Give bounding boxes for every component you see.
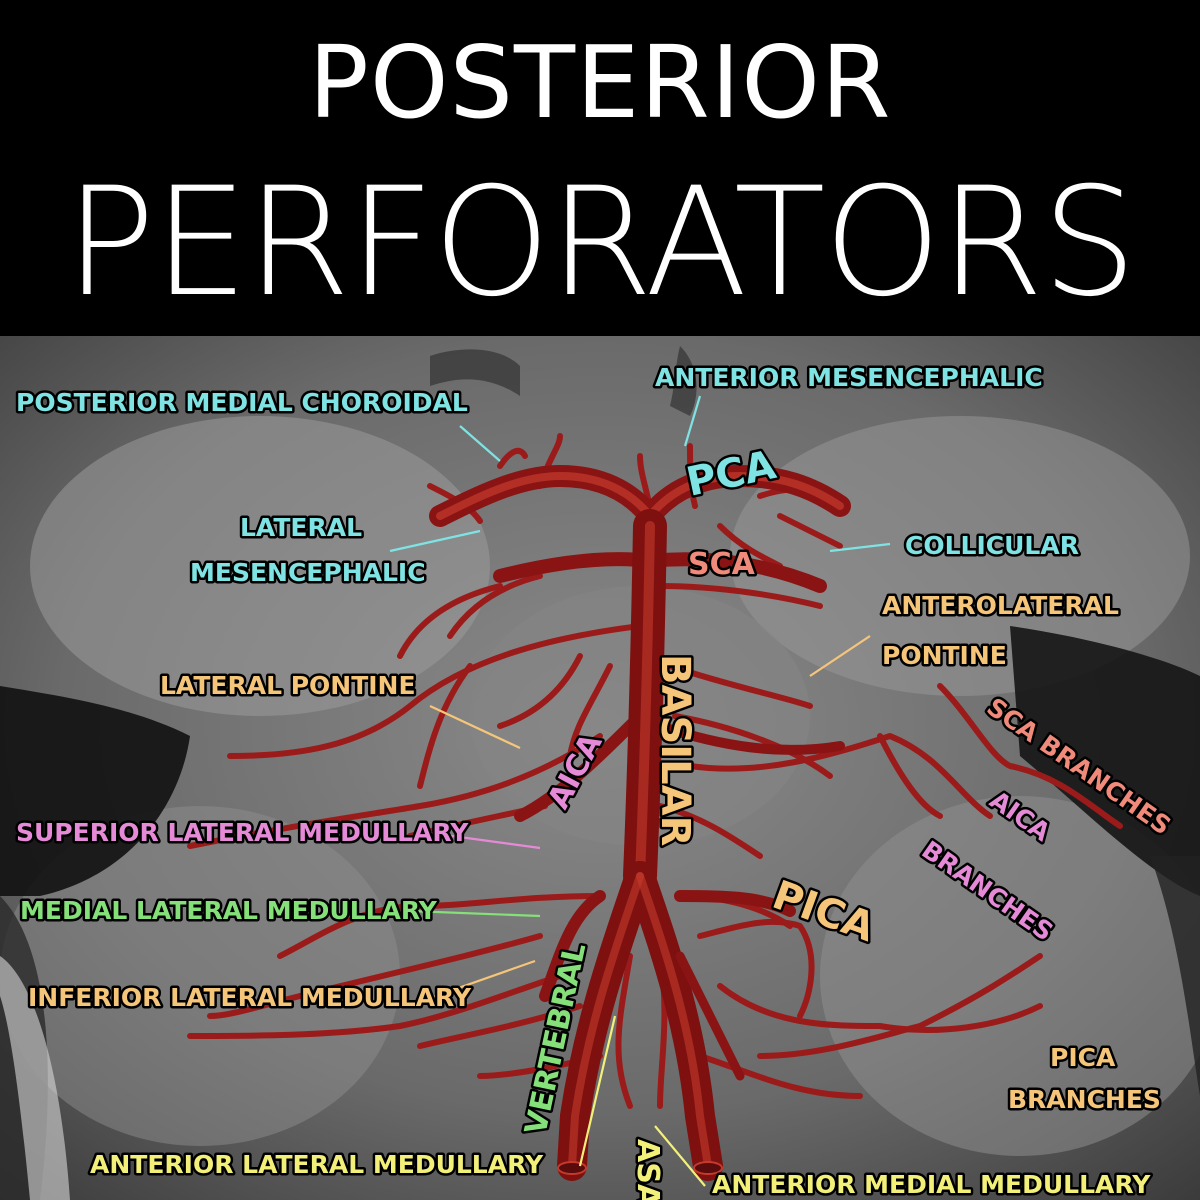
title-line-2: PERFORATORS (64, 156, 1137, 330)
label-pica-branches-line2: BRANCHES (1008, 1085, 1161, 1114)
label-inferior-lateral-medullary: INFERIOR LATERAL MEDULLARY (28, 983, 472, 1012)
label-collicular: COLLICULAR (905, 531, 1079, 560)
label-asa: ASA (630, 1139, 665, 1200)
label-basilar: BASILAR (652, 654, 698, 846)
anatomy-diagram: POSTERIOR MEDIAL CHOROIDAL ANTERIOR MESE… (0, 336, 1200, 1200)
label-anterolateral-pontine-line1: ANTEROLATERAL (882, 591, 1119, 620)
label-anterior-medial-medullary: ANTERIOR MEDIAL MEDULLARY (712, 1170, 1151, 1199)
label-medial-lateral-medullary: MEDIAL LATERAL MEDULLARY (20, 896, 438, 925)
title-line-1: POSTERIOR (308, 24, 892, 141)
label-superior-lateral-medullary: SUPERIOR LATERAL MEDULLARY (16, 818, 469, 847)
label-lateral-mesencephalic-line1: LATERAL (240, 513, 362, 542)
label-sca: SCA (688, 547, 756, 582)
leader-lines (389, 395, 891, 1187)
artery-tree (187, 433, 1123, 1181)
label-lateral-mesencephalic-line2: MESENCEPHALIC (190, 558, 426, 587)
label-lateral-pontine: LATERAL PONTINE (160, 671, 416, 700)
label-anterolateral-pontine-line2: PONTINE (882, 641, 1007, 670)
label-posterior-medial-choroidal: POSTERIOR MEDIAL CHOROIDAL (16, 388, 468, 417)
title-banner: POSTERIOR PERFORATORS (0, 0, 1200, 336)
labels: POSTERIOR MEDIAL CHOROIDAL ANTERIOR MESE… (14, 361, 1179, 1200)
label-anterior-lateral-medullary: ANTERIOR LATERAL MEDULLARY (90, 1150, 544, 1179)
label-anterior-mesencephalic: ANTERIOR MESENCEPHALIC (655, 363, 1043, 392)
label-pica-branches-line1: PICA (1050, 1043, 1116, 1072)
